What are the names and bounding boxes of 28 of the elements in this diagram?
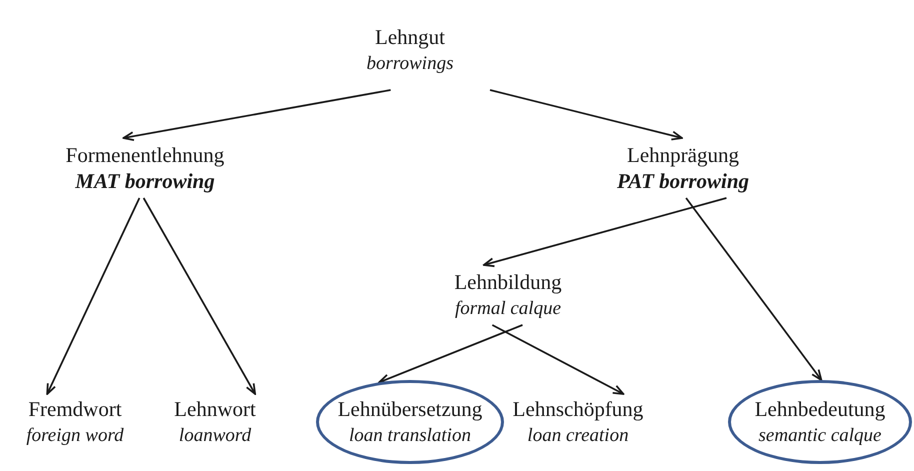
gloss-label: foreign word xyxy=(26,424,124,448)
term-label: Fremdwort xyxy=(28,396,122,423)
arrow xyxy=(142,198,256,395)
term-label: Lehngut xyxy=(375,24,445,51)
arrow xyxy=(122,89,391,142)
arrow xyxy=(482,197,727,268)
gloss-label: loan translation xyxy=(349,424,471,448)
gloss-label: loan creation xyxy=(527,424,629,448)
term-label: Lehnschöpfung xyxy=(512,396,644,423)
arrow xyxy=(492,324,624,395)
highlight-ellipse xyxy=(316,380,504,464)
term-label: Lehnwort xyxy=(174,396,256,423)
highlight-ellipse xyxy=(728,380,912,464)
arrow xyxy=(46,198,140,395)
gloss-label: borrowings xyxy=(366,52,454,76)
term-label: Lehnübersetzung xyxy=(338,396,482,423)
term-label: Lehnbildung xyxy=(454,269,562,296)
gloss-label: PAT borrowing xyxy=(616,169,750,194)
term-label: Lehnbedeutung xyxy=(754,396,886,423)
arrow xyxy=(490,89,683,140)
gloss-label: MAT borrowing xyxy=(75,169,215,194)
gloss-label: formal calque xyxy=(454,297,562,321)
arrow xyxy=(378,324,523,384)
arrow xyxy=(685,197,822,381)
gloss-label: loanword xyxy=(178,424,252,448)
term-label: Formenentlehnung xyxy=(66,142,224,169)
term-label: Lehnprägung xyxy=(627,142,739,169)
gloss-label: semantic calque xyxy=(758,424,882,448)
